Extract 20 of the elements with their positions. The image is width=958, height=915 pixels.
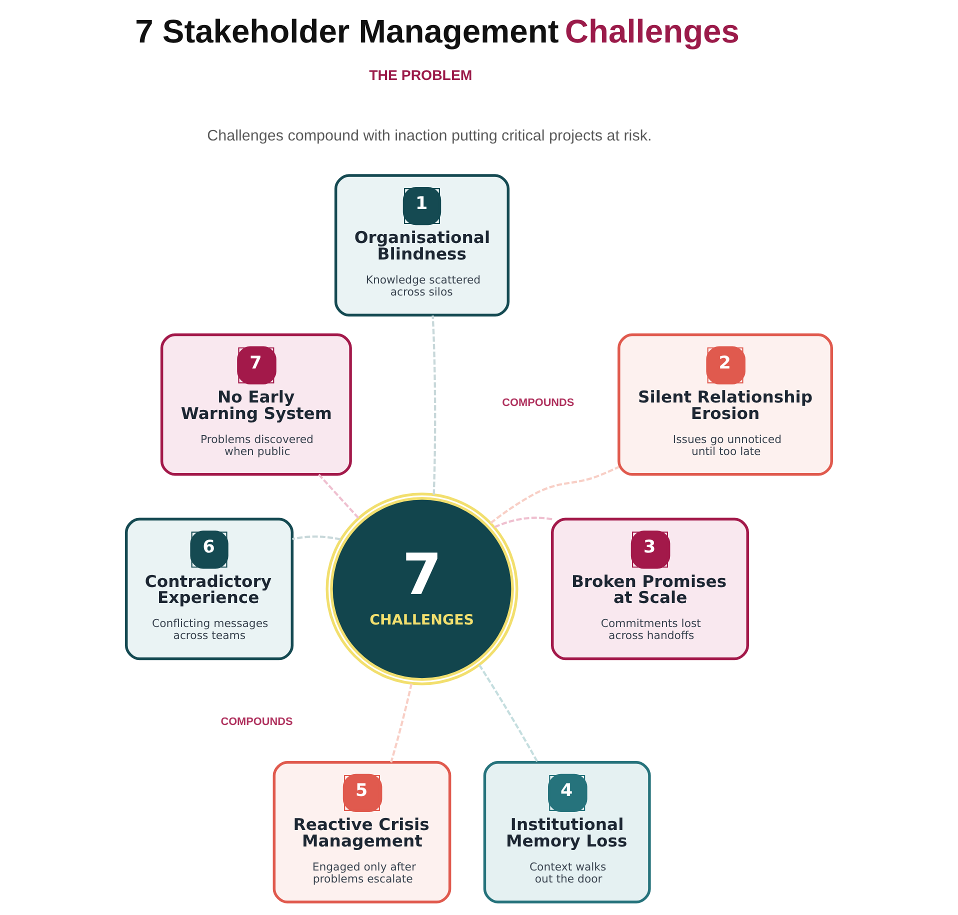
node-box: 7 No Early Warning System Problems discovered when public	[160, 333, 352, 476]
node-box: 4 Institutional Memory Loss Context walks out the door	[483, 761, 651, 904]
connector	[494, 516, 552, 528]
diagram-title: 7 Stakeholder Management Challenges	[135, 12, 740, 50]
node-box: 6 Contradictory Experience Conflicting messages across teams	[125, 518, 294, 660]
label: COMPOUNDS	[220, 716, 293, 728]
node-box: 5 Reactive Crisis Management Engaged only after problems escalate	[272, 761, 452, 904]
connector	[318, 474, 360, 519]
label: COMPOUNDS	[502, 397, 574, 410]
node-box: 2 Silent Relationship Erosion Issues go unnoticed until too late	[618, 333, 833, 476]
node-box: 3 Broken Promises at Scale Commitments lost across handoffs	[551, 518, 749, 660]
connector	[490, 466, 620, 524]
label: Challenges compound with inaction putting critical projects at risk.	[207, 127, 652, 144]
connector	[478, 664, 539, 763]
label: THE PROBLEM	[369, 68, 472, 84]
node-circle: 7 CHALLENGES	[326, 492, 518, 686]
node-box: 1 Organisational Blindness Knowledge scattered across silos	[334, 174, 510, 316]
connector	[432, 315, 436, 495]
connector	[292, 536, 341, 541]
connector	[390, 683, 413, 763]
